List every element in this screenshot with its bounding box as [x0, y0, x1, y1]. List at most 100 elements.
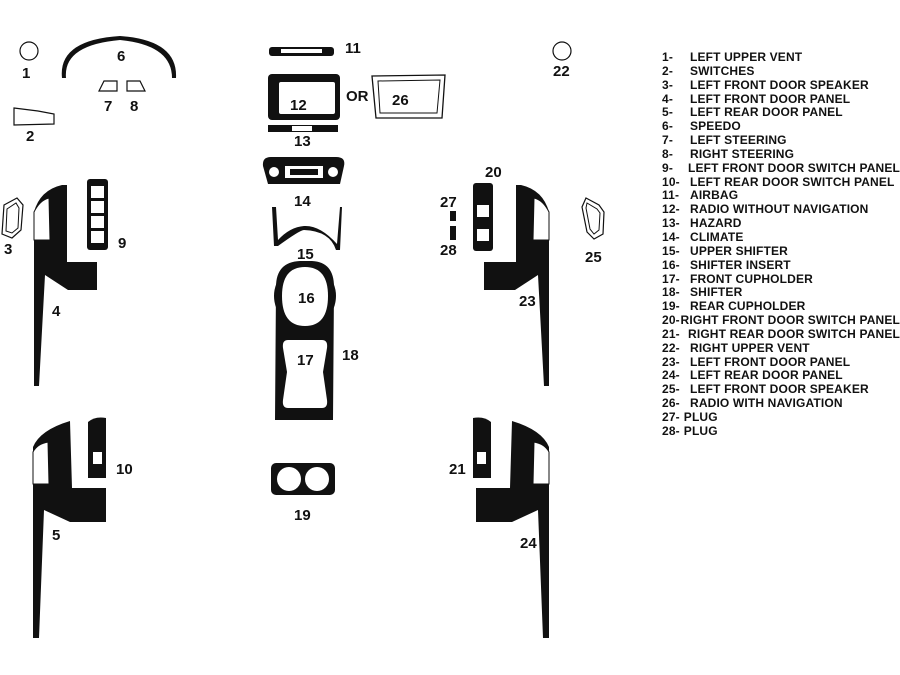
part-3-inner — [5, 202, 20, 234]
legend-item-label: SPEEDO — [690, 119, 741, 134]
legend-item-label: LEFT FRONT DOOR PANEL — [690, 354, 851, 369]
parts-diagram-svg: 1 2 3 4 5 6 7 8 9 10 11 12 OR 13 14 15 1… — [1, 36, 605, 638]
legend-item: 24- LEFT REAR DOOR PANEL — [662, 369, 900, 383]
legend-item-label: LEFT FRONT DOOR SPEAKER — [690, 77, 869, 92]
legend-item: 4- LEFT FRONT DOOR PANEL — [662, 91, 900, 107]
legend-item-number: 3- — [662, 77, 673, 92]
legend-item-label: REAR CUPHOLDER — [690, 299, 806, 314]
legend-item: 2-SWITCHES — [662, 63, 900, 79]
label-22: 22 — [553, 63, 570, 80]
part-14-display-inner — [290, 169, 318, 175]
label-18: 18 — [342, 347, 359, 364]
label-11: 11 — [345, 40, 361, 57]
label-15: 15 — [297, 246, 314, 263]
part-4-cutout — [33, 197, 51, 241]
legend-item-label: LEFT UPPER VENT — [690, 50, 803, 64]
legend-item: 7-LEFT STEERING — [662, 133, 900, 148]
label-13: 13 — [294, 133, 311, 150]
label-7: 7 — [104, 98, 112, 115]
legend-item: 9- LEFT FRONT DOOR SWITCH PANEL — [662, 160, 900, 176]
legend-item-label: PLUG — [683, 423, 718, 438]
legend-item-label: LEFT REAR DOOR PANEL — [690, 368, 843, 383]
legend-item-label: RIGHT UPPER VENT — [690, 340, 810, 355]
legend-item-number: 4- — [662, 91, 673, 106]
part-24-right-rear-door-panel — [476, 421, 549, 638]
legend-item-label: AIRBAG — [690, 188, 739, 203]
legend-item-number: 26- — [662, 396, 680, 411]
legend-item-number: 16- — [662, 257, 680, 272]
legend-item: 6-SPEEDO — [662, 119, 900, 134]
legend-item-label: SWITCHES — [690, 63, 755, 78]
legend-item-label: RIGHT STEERING — [690, 146, 795, 161]
label-19: 19 — [294, 507, 311, 524]
legend-item-label: LEFT FRONT DOOR PANEL — [690, 91, 851, 106]
part-12-screen — [279, 82, 335, 114]
label-2: 2 — [26, 128, 34, 145]
part-22-right-upper-vent — [552, 41, 572, 61]
legend-item: 22- RIGHT UPPER VENT — [662, 340, 900, 356]
label-27: 27 — [440, 194, 457, 211]
legend-item: 10-LEFT REAR DOOR SWITCH PANEL — [662, 174, 900, 190]
legend-item: 25-LEFT FRONT DOOR SPEAKER — [662, 382, 900, 397]
part-19-cup-right — [305, 467, 329, 491]
part-21-right-rear-door-switch-panel — [473, 417, 491, 478]
part-9-switch — [91, 231, 104, 243]
part-25-door-speaker — [581, 197, 605, 240]
label-17: 17 — [297, 352, 314, 369]
part-14-knob-left — [269, 167, 279, 177]
legend-item-number: 19- — [662, 299, 680, 314]
label-24: 24 — [520, 535, 537, 552]
legend-item: 28-PLUG — [662, 423, 900, 439]
legend-item-label: RIGHT FRONT DOOR SWITCH PANEL — [680, 313, 900, 328]
part-1-left-upper-vent — [19, 41, 39, 61]
legend-item-number: 9- — [662, 160, 673, 175]
legend-item-number: 1- — [662, 50, 673, 64]
legend-item-label: HAZARD — [690, 216, 742, 231]
legend-item: 26-RADIO WITH NAVIGATION — [662, 396, 900, 411]
legend-item-number: 17- — [662, 271, 680, 286]
part-10-switch — [93, 452, 102, 464]
legend-item-number: 10- — [662, 174, 680, 189]
legend-item-number: 22- — [662, 340, 680, 355]
label-10: 10 — [116, 461, 133, 478]
legend-item-label: LEFT REAR DOOR PANEL — [690, 105, 843, 120]
legend-item-label: FRONT CUPHOLDER — [690, 271, 813, 286]
part-8-right-steering — [126, 80, 146, 92]
part-24-cutout — [532, 441, 550, 485]
legend-item-number: 5- — [662, 105, 673, 120]
legend-item: 8-RIGHT STEERING — [662, 146, 900, 162]
legend-item-label: RADIO WITHOUT NAVIGATION — [690, 202, 869, 217]
label-21: 21 — [449, 461, 466, 478]
legend-item-number: 21- — [662, 326, 680, 341]
part-2-switches — [13, 107, 55, 126]
label-20: 20 — [485, 164, 502, 181]
legend-item-label: LEFT FRONT DOOR SWITCH PANEL — [688, 160, 900, 175]
legend-item-number: 28- — [662, 423, 680, 438]
legend-item: 3- LEFT FRONT DOOR SPEAKER — [662, 77, 900, 93]
legend-item-label: RIGHT REAR DOOR SWITCH PANEL — [688, 326, 900, 341]
label-5: 5 — [52, 527, 60, 544]
legend-item-number: 20- — [662, 313, 680, 328]
legend-item-number: 15- — [662, 243, 680, 258]
part-16-slot — [282, 267, 328, 326]
legend-item-label: SHIFTER — [690, 285, 743, 300]
legend-item-number: 25- — [662, 382, 680, 397]
label-6: 6 — [117, 48, 125, 65]
part-9-switch — [91, 201, 104, 213]
label-16: 16 — [298, 290, 315, 307]
part-9-switch — [91, 216, 104, 228]
part-19-cup-left — [277, 467, 301, 491]
legend-item-number: 11- — [662, 188, 680, 203]
legend-item-number: 27- — [662, 409, 680, 424]
legend-item-label: UPPER SHIFTER — [690, 243, 788, 258]
part-5-cutout — [32, 441, 50, 485]
part-20-switch — [477, 229, 489, 241]
label-25: 25 — [585, 249, 602, 266]
label-28: 28 — [440, 242, 457, 259]
part-10-left-rear-door-switch-panel — [88, 417, 106, 478]
part-23-cutout — [532, 197, 550, 241]
legend-item-number: 24- — [662, 368, 680, 383]
legend-item: 12-RADIO WITHOUT NAVIGATION — [662, 202, 900, 217]
part-15-upper-shifter — [272, 207, 342, 250]
